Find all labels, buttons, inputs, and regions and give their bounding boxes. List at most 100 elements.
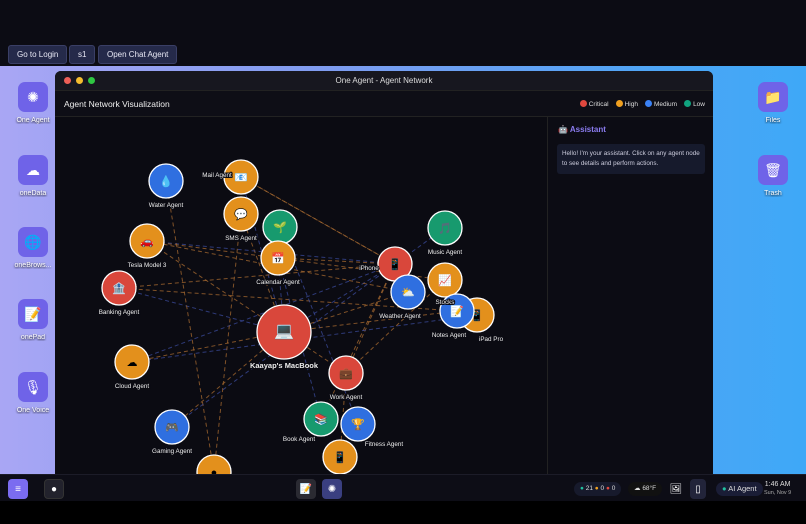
node-label: Music Agent (428, 249, 463, 256)
node-icon: 🏦 (112, 282, 126, 295)
assistant-title: 🤖 Assistant (558, 125, 606, 134)
node-label: Stocks (436, 299, 455, 306)
node-plant[interactable]: 🌱 (262, 209, 298, 245)
header: Agent Network Visualization Critical Hig… (55, 91, 713, 117)
edge-stocks-work (345, 279, 446, 374)
node-fitness[interactable]: 🏆 (340, 406, 376, 442)
open-chat-agent-button[interactable]: Open Chat Agent (98, 45, 178, 64)
node-orange1[interactable]: 📱 (322, 439, 358, 475)
desktop-icon-one-agent[interactable]: ✺One Agent (8, 82, 58, 124)
node-icon: ● (211, 467, 218, 475)
node-label: SMS Agent (225, 235, 257, 242)
node-label: Gaming Agent (152, 448, 192, 455)
node-icon: 💬 (234, 208, 248, 221)
edge-mail-iphone (240, 176, 396, 265)
start-menu-icon[interactable]: ≡ (8, 479, 28, 499)
node-notes[interactable]: 📝 (439, 293, 475, 329)
node-label: Kaayap's MacBook (250, 361, 319, 370)
node-sms[interactable]: 💬 (223, 196, 259, 232)
s1-button[interactable]: s1 (69, 45, 96, 64)
go-to-login-button[interactable]: Go to Login (8, 45, 68, 64)
node-macbook[interactable]: 💻 (256, 304, 312, 360)
ai-agent-button[interactable]: ● AI Agent (716, 482, 763, 496)
node-label: Notes Agent (432, 332, 467, 339)
node-icon: 🎵 (438, 222, 452, 235)
top-bar: Go to Login s1 Open Chat Agent (0, 0, 806, 66)
desktop-icon-label: oneBrows... (14, 262, 52, 269)
node-banking[interactable]: 🏦 (101, 270, 137, 306)
maximize-button[interactable] (88, 77, 95, 84)
node-circle (439, 293, 475, 329)
node-label: Cloud Agent (115, 383, 150, 390)
node-work[interactable]: 💼 (328, 355, 364, 391)
legend: Critical High Medium Low (579, 100, 705, 108)
node-icon: 📝 (450, 305, 464, 318)
minimize-button[interactable] (76, 77, 83, 84)
desktop-icon-label: One Voice (16, 407, 50, 414)
notepad-taskbar-icon[interactable]: 📝 (296, 479, 316, 499)
trash-icon: 🗑 (758, 155, 788, 185)
node-circle (129, 223, 165, 259)
legend-high: High (615, 100, 638, 108)
desktop-icon-one-voice[interactable]: 🎙One Voice (8, 372, 58, 414)
node-icon: 🚗 (140, 236, 154, 248)
one-agent-taskbar-icon[interactable]: ✺ (322, 479, 342, 499)
node-icon: 💧 (159, 175, 173, 188)
edge-macbook-notes (283, 310, 458, 333)
node-circle (427, 262, 463, 298)
node-circle (256, 304, 312, 360)
node-orange2[interactable]: ● (196, 454, 232, 475)
node-calendar[interactable]: 📅 (260, 240, 296, 276)
desktop-icon-onebrowser[interactable]: 🌐 oneBrows... (8, 227, 58, 269)
desktop-icon-onepad[interactable]: 📝onePad (8, 299, 58, 341)
record-icon[interactable]: ● (44, 479, 64, 499)
node-icon: ☁ (127, 357, 138, 369)
node-label: Mail Agent (202, 172, 232, 179)
date: Sun, Nov 9 (764, 490, 792, 496)
nodes-layer: 💧📧💬🌱🚗📅🏦💻☁🎮💼📚🏆📱●📱🎵📈⛅📱📝 (101, 159, 495, 475)
node-circle (223, 159, 259, 195)
globe-icon: 🌐 (18, 227, 48, 257)
image-icon[interactable]: 🖼 (669, 483, 683, 495)
edge-iphone-cloud (131, 263, 396, 363)
desktop-icon-label: Trash (764, 190, 782, 197)
notepad-icon: 📝 (18, 299, 48, 329)
node-weather[interactable]: ⛅ (390, 274, 426, 310)
edge-tesla-stocks (146, 240, 446, 281)
node-label: Book Agent (283, 436, 315, 443)
node-circle (260, 240, 296, 276)
node-circle (390, 274, 426, 310)
title-bar[interactable]: One Agent - Agent Network (55, 71, 713, 91)
node-label: Weather Agent (379, 313, 421, 320)
clock[interactable]: 1:46 AM Sun, Nov 9 (764, 481, 791, 497)
cloud-icon: ☁ (634, 485, 641, 492)
desktop-icon-onedata[interactable]: ☁oneData (8, 155, 58, 197)
close-button[interactable] (64, 77, 71, 84)
node-water[interactable]: 💧 (148, 163, 184, 199)
desktop-icon-files[interactable]: 📁Files (748, 82, 798, 124)
agent-status-counts[interactable]: ● 21 ● 0 ● 0 (574, 482, 622, 496)
desktop-icon-trash[interactable]: 🗑 Trash (748, 155, 798, 197)
node-mail[interactable]: 📧 (223, 159, 259, 195)
node-book[interactable]: 📚 (303, 401, 339, 437)
weather-widget[interactable]: ☁ 68°F (628, 482, 663, 496)
phone-icon[interactable]: ▯ (690, 479, 706, 499)
node-cloud[interactable]: ☁ (114, 344, 150, 380)
edge-macbook-cloud (131, 331, 285, 363)
node-stocks[interactable]: 📈 (427, 262, 463, 298)
node-icon: 💻 (274, 323, 294, 340)
desktop-icon-label: One Agent (16, 117, 50, 124)
node-icon: 📈 (438, 274, 452, 287)
edge-iphone-calendar (277, 257, 396, 265)
node-music[interactable]: 🎵 (427, 210, 463, 246)
node-iphone[interactable]: 📱 (377, 246, 413, 282)
edge-macbook-banking (118, 287, 285, 333)
node-label: Tesla Model 3 (128, 262, 167, 269)
node-tesla[interactable]: 🚗 (129, 223, 165, 259)
edge-macbook-work (283, 331, 347, 374)
robot-icon: 🤖 (558, 125, 568, 134)
node-label: Water Agent (149, 202, 184, 209)
node-gaming[interactable]: 🎮 (154, 409, 190, 445)
taskbar: ≡ ● 📝 ✺ ● 21 ● 0 ● 0 ☁ 68°F 🖼 ▯ ● AI Age… (0, 474, 806, 501)
